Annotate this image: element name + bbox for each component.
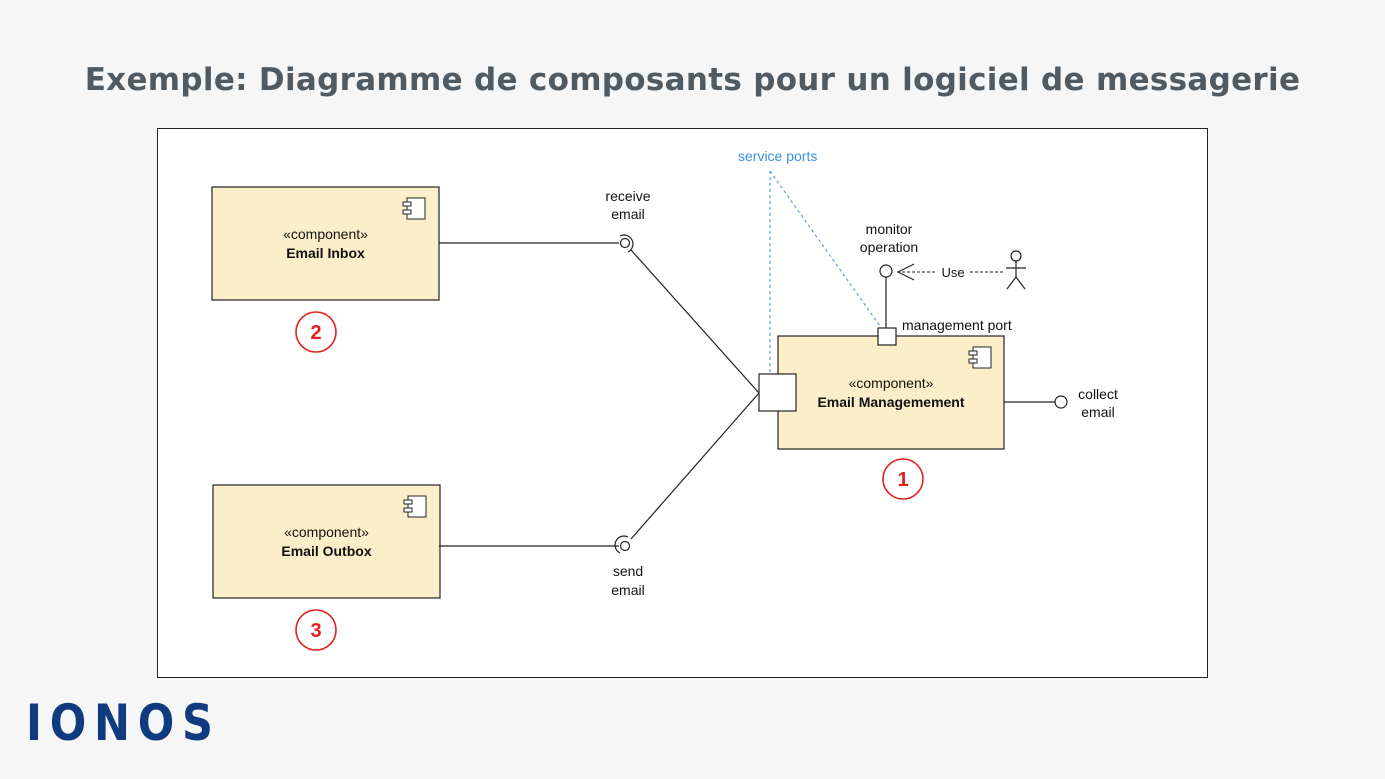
component-name: Email Outbox (281, 543, 371, 559)
component-name: Email Inbox (286, 245, 365, 261)
component-icon (968, 346, 992, 369)
interface-monitor-operation[interactable]: monitor operation (860, 221, 918, 278)
service-port[interactable] (758, 373, 797, 412)
receive-to-service-port-line (630, 249, 760, 394)
component-icon (403, 495, 427, 518)
component-stereotype: «component» (849, 375, 934, 391)
marker-1: 1 (882, 458, 924, 500)
interface-label-line1: monitor (866, 221, 913, 237)
component-icon (402, 197, 426, 220)
diagram-frame: service ports «component» Email Inbox 2 (157, 128, 1208, 678)
ionos-logo[interactable]: IONOS (26, 694, 221, 752)
marker-number: 1 (897, 469, 908, 491)
marker-2: 2 (295, 311, 337, 353)
marker-number: 3 (310, 620, 321, 642)
marker-number: 2 (310, 322, 321, 344)
connectors (439, 242, 1055, 547)
interface-send-email[interactable]: send email (611, 535, 645, 598)
component-box (212, 484, 441, 599)
interface-collect-email[interactable]: collect email (1054, 386, 1118, 420)
interface-label-line2: email (1081, 404, 1114, 420)
use-label: Use (941, 265, 964, 280)
send-to-service-port-line (630, 392, 760, 540)
interface-receive-email[interactable]: receive email (605, 188, 651, 253)
component-email-outbox[interactable]: «component» Email Outbox (212, 484, 441, 599)
component-box (777, 335, 1005, 450)
management-port-pointer-line (769, 170, 881, 327)
component-stereotype: «component» (284, 524, 369, 540)
page-title: Exemple: Diagramme de composants pour un… (84, 62, 1301, 98)
interface-label-line1: send (613, 563, 643, 579)
component-email-inbox[interactable]: «component» Email Inbox (211, 186, 440, 301)
use-dependency: Use (896, 263, 1004, 281)
interface-label-line2: operation (860, 239, 918, 255)
service-ports-label: service ports (738, 148, 817, 164)
actor-icon[interactable] (1006, 250, 1026, 290)
interface-label-line1: receive (605, 188, 650, 204)
marker-3: 3 (295, 609, 337, 651)
interface-label-line2: email (611, 582, 644, 598)
interface-label-line1: collect (1078, 386, 1118, 402)
management-port-label: management port (902, 317, 1012, 333)
component-box (211, 186, 440, 301)
component-diagram: service ports «component» Email Inbox 2 (211, 148, 1118, 651)
interface-label-line2: email (611, 206, 644, 222)
component-email-management[interactable]: «component» Email Managemement (777, 335, 1005, 450)
management-port[interactable] (877, 327, 897, 346)
component-name: Email Managemement (817, 394, 964, 410)
component-stereotype: «component» (283, 226, 368, 242)
service-ports-annotation: service ports (738, 148, 881, 373)
